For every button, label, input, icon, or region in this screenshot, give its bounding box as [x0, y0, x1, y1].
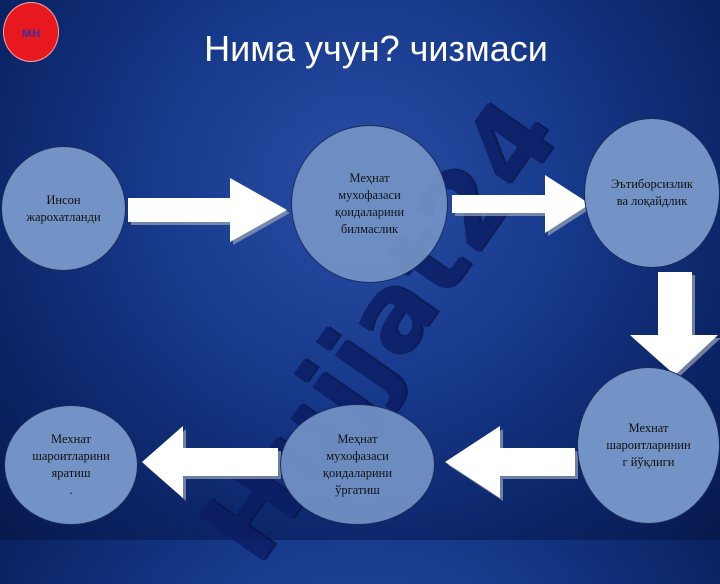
- arrow-left-2: [142, 426, 278, 498]
- badge-label: мн: [21, 24, 41, 40]
- node-not-knowing-rules: Меҳнат мухофазаси қоидаларини билмаслик: [291, 125, 448, 283]
- node-teach-rules-label: Меҳнат мухофазаси қоидаларини ўргатиш: [322, 431, 393, 497]
- node-create-conditions-label: Мехнат шароитларини яратиш .: [32, 432, 110, 497]
- node-not-knowing-rules-label: Меҳнат мухофазаси қоидаларини билмаслик: [334, 171, 405, 236]
- node-carelessness-label: Эътиборсизлик ва лоқайдлик: [611, 177, 693, 208]
- arrow-right-2: [452, 175, 590, 233]
- node-no-conditions-label: Мехнат шароитларинин г йўқлиги: [606, 421, 691, 469]
- node-injury: Инсон жарохатланди: [1, 146, 126, 271]
- node-teach-rules: Меҳнат мухофазаси қоидаларини ўргатиш: [280, 404, 435, 525]
- page-title: Нима учун? чизмаси: [204, 28, 548, 69]
- arrow-left-1: [445, 426, 575, 498]
- node-injury-label: Инсон жарохатланди: [26, 192, 101, 224]
- arrow-right-1: [128, 178, 287, 242]
- node-create-conditions: Мехнат шароитларини яратиш .: [4, 405, 138, 525]
- node-carelessness: Эътиборсизлик ва лоқайдлик: [584, 118, 720, 268]
- flow-arrows: [128, 175, 718, 498]
- badge: мн: [3, 2, 59, 62]
- arrow-down: [630, 272, 718, 375]
- node-no-conditions: Мехнат шароитларинин г йўқлиги: [577, 367, 720, 524]
